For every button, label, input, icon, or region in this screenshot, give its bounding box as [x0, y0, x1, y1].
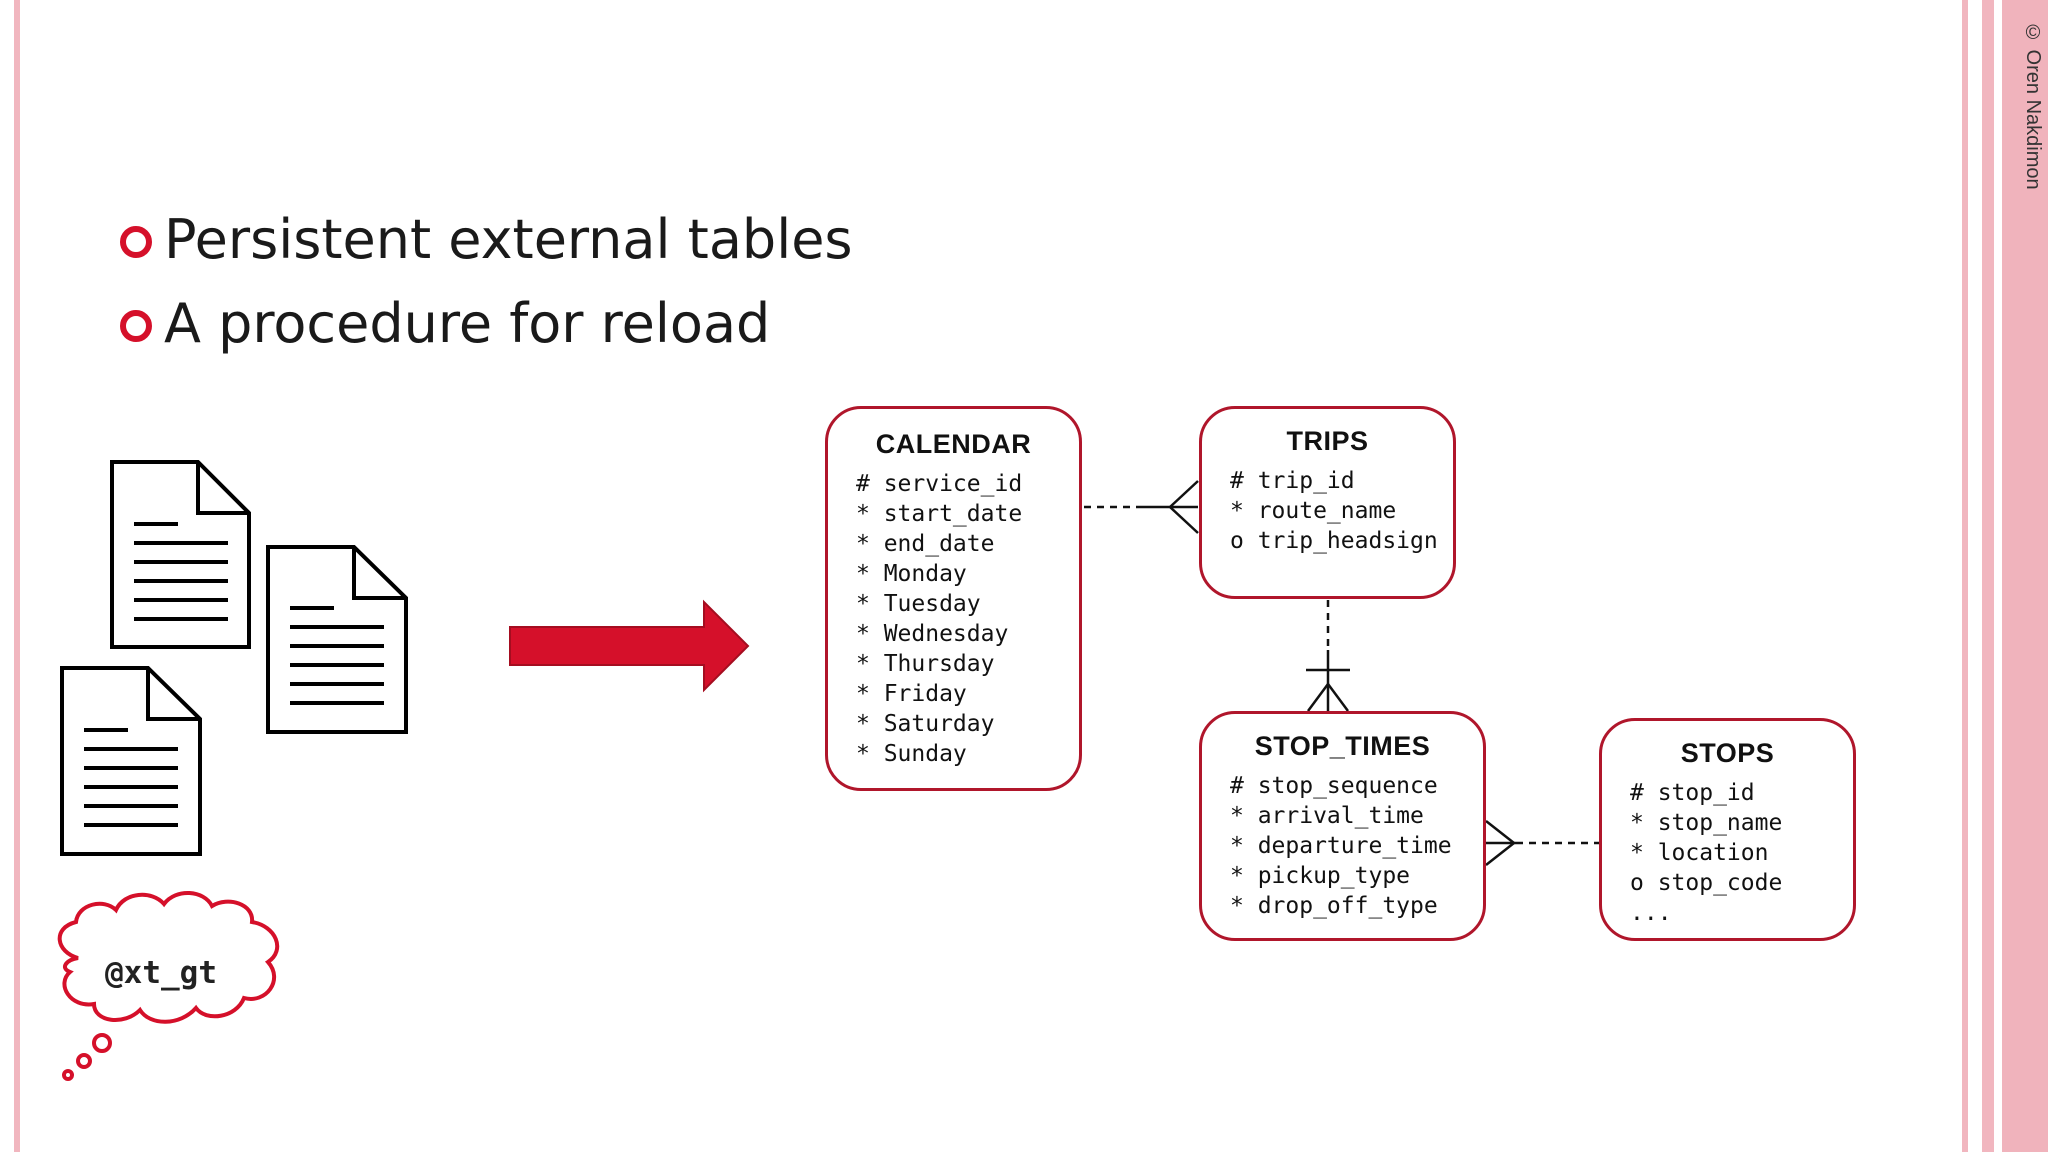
right-border-stripe: [1962, 0, 1968, 1152]
attribute-item: * start_date: [856, 501, 1023, 527]
attribute-item: o trip_headsign: [1230, 528, 1438, 554]
left-border-line: [14, 0, 20, 1152]
attribute-item: * Sunday: [856, 741, 967, 767]
entity-stop-times: STOP_TIMES # stop_sequence * arrival_tim…: [1199, 711, 1486, 941]
relationship-calendar-trips: [1084, 480, 1199, 534]
entity-stops: STOPS # stop_id * stop_name * location o…: [1599, 718, 1856, 941]
attribute-item: * Wednesday: [856, 621, 1009, 647]
attribute-item: * Friday: [856, 681, 967, 707]
thought-cloud-icon: [57, 890, 280, 1081]
attribute-item: * Saturday: [856, 711, 995, 737]
right-border-stripe: [2002, 0, 2048, 1152]
entity-calendar: CALENDAR # service_id * start_date * end…: [825, 406, 1082, 791]
bullet-item: Persistent external tables: [120, 198, 853, 282]
bullet-item: A procedure for reload: [120, 282, 853, 366]
document-icon: [110, 460, 251, 649]
twitter-handle: @xt_gt: [105, 955, 217, 991]
document-icon: [266, 545, 408, 734]
attribute-item: # trip_id: [1230, 468, 1355, 494]
attribute-item: * pickup_type: [1230, 863, 1411, 889]
attribute-item: # stop_sequence: [1230, 773, 1438, 799]
attribute-item: * location: [1630, 840, 1769, 866]
relationship-trips-stoptimes: [1306, 600, 1350, 712]
bullet-text: A procedure for reload: [164, 292, 771, 355]
attribute-item: * arrival_time: [1230, 803, 1424, 829]
attribute-list: # stop_sequence * arrival_time * departu…: [1202, 771, 1483, 921]
attribute-item: ...: [1630, 900, 1672, 926]
bullet-circle-icon: [120, 226, 152, 258]
document-icon: [60, 666, 202, 856]
attribute-list: # service_id * start_date * end_date * M…: [828, 469, 1079, 769]
entity-title: TRIPS: [1286, 426, 1369, 456]
relationship-stoptimes-stops: [1485, 820, 1600, 866]
attribute-item: # service_id: [856, 471, 1023, 497]
bullet-circle-icon: [120, 310, 152, 342]
attribute-item: # stop_id: [1630, 780, 1755, 806]
entity-title: CALENDAR: [875, 429, 1032, 459]
attribute-item: * Tuesday: [856, 591, 981, 617]
bullet-list: Persistent external tables A procedure f…: [120, 198, 853, 366]
attribute-list: # stop_id * stop_name * location o stop_…: [1602, 778, 1853, 928]
entity-title: STOPS: [1680, 738, 1775, 768]
bullet-text: Persistent external tables: [164, 208, 853, 271]
attribute-item: * drop_off_type: [1230, 893, 1438, 919]
right-border-stripe: [1982, 0, 1994, 1152]
attribute-list: # trip_id * route_name o trip_headsign: [1202, 466, 1453, 556]
right-arrow-icon: [509, 599, 750, 693]
attribute-item: * end_date: [856, 531, 995, 557]
copyright-notice: © Oren Nakdimon: [2022, 22, 2044, 190]
attribute-item: * stop_name: [1630, 810, 1783, 836]
attribute-item: o stop_code: [1630, 870, 1783, 896]
attribute-item: * departure_time: [1230, 833, 1452, 859]
entity-trips: TRIPS # trip_id * route_name o trip_head…: [1199, 406, 1456, 599]
attribute-item: * Monday: [856, 561, 967, 587]
entity-title: STOP_TIMES: [1254, 731, 1431, 761]
attribute-item: * route_name: [1230, 498, 1397, 524]
attribute-item: * Thursday: [856, 651, 995, 677]
